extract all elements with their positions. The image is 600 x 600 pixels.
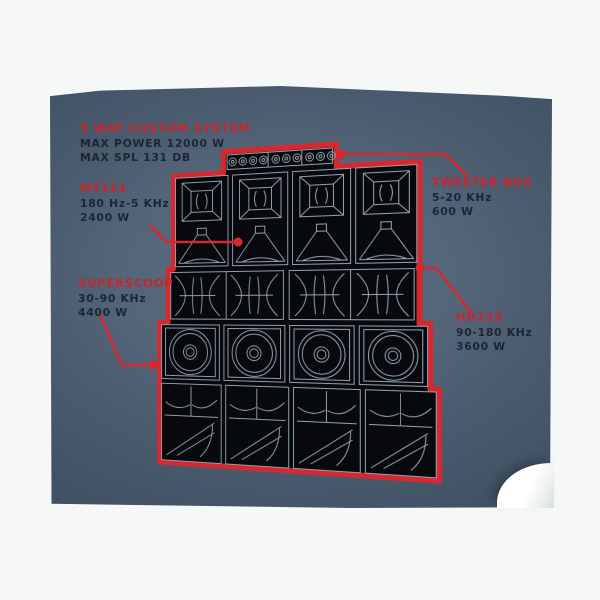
tweeter-box-freq: 5-20 KHz: [432, 191, 493, 204]
stack-red-outline: [159, 137, 438, 480]
superscoop-freq: 30-90 KHz: [78, 292, 147, 305]
label-mt121: MT121 180 Hz-5 KHz 2400 W: [80, 181, 169, 225]
label-tweeter-box: TWEETER BOX 5-20 KHz 600 W: [432, 175, 533, 219]
speaker-stack-illustration: [158, 134, 450, 485]
mt121-name: MT121: [80, 181, 128, 195]
hd215-freq: 90-180 KHz: [456, 326, 533, 339]
hd215-power: 3600 W: [456, 340, 506, 353]
system-title: 5 WAY CUSTOM SYSTEM: [80, 121, 251, 135]
system-info-block: 5 WAY CUSTOM SYSTEM MAX POWER 12000 W MA…: [80, 121, 251, 165]
hd215-name: HD215: [456, 310, 504, 324]
speaker-stack-wrapper: [158, 134, 450, 485]
system-max-spl: MAX SPL 131 DB: [80, 151, 191, 164]
tweeter-box-power: 600 W: [432, 205, 474, 218]
superscoop-power: 4400 W: [78, 306, 128, 319]
system-max-power: MAX POWER 12000 W: [80, 137, 225, 150]
label-hd215: HD215 90-180 KHz 3600 W: [456, 310, 533, 354]
label-superscoop: SUPERSCOOP 30-90 KHz 4400 W: [78, 276, 173, 320]
superscoop-name: SUPERSCOOP: [78, 276, 174, 290]
mt121-power: 2400 W: [80, 211, 130, 224]
tweeter-box-name: TWEETER BOX: [432, 175, 533, 189]
mt121-freq: 180 Hz-5 KHz: [80, 197, 170, 210]
